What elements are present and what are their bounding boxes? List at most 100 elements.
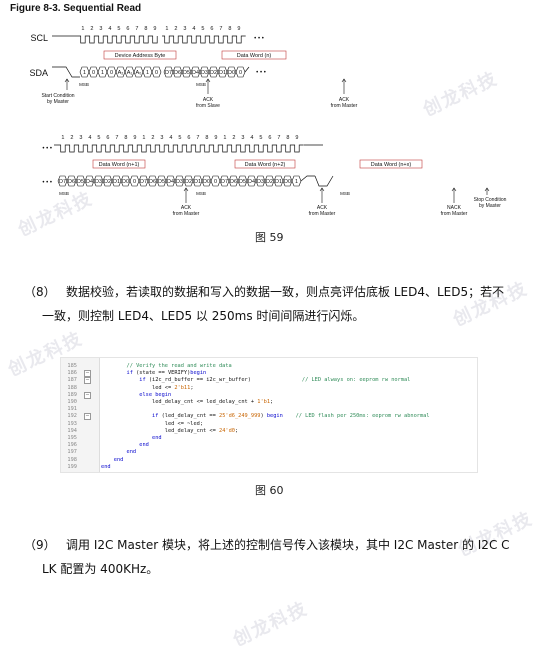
clock-number: 8 [228, 26, 231, 32]
code-token: (i2c_rd_buffer == i2c_wr_buffer) [145, 377, 302, 384]
bit-label: D2 [185, 179, 192, 185]
continuation-dots: • • • [42, 180, 52, 186]
ack-label: ACK [339, 97, 350, 103]
annotation-arrow [484, 187, 490, 195]
code-token: // Verify the read and write data [101, 363, 232, 369]
clock-number: 2 [151, 135, 154, 141]
bit-label: D3 [176, 179, 183, 185]
clock-number: 7 [115, 135, 118, 141]
clock-number: 9 [133, 135, 136, 141]
stop-condition-label: by Master [479, 203, 501, 209]
line-number: 194 [67, 427, 77, 434]
sda-line [300, 175, 334, 187]
bit-label: 0 [92, 70, 95, 76]
msb-label: MSB [340, 191, 350, 196]
line-number: 196 [67, 442, 77, 449]
sda-line [52, 66, 80, 78]
bit-label: D2 [266, 179, 273, 185]
ack-label: from Master [173, 211, 200, 217]
code-line: led <= 2'b11; [101, 384, 194, 392]
paragraph-text: 调用 I2C Master 模块，将上述的控制信号传入该模块，其中 I2C Ma… [66, 538, 510, 552]
line-number: 199 [67, 463, 77, 470]
clock-number: 5 [97, 135, 100, 141]
bit-label: D6 [149, 179, 156, 185]
clock-number: 5 [178, 135, 181, 141]
code-line: end [101, 463, 111, 471]
line-number: 195 [67, 435, 77, 441]
clock-number: 1 [81, 26, 84, 32]
bit-label: D7 [165, 70, 172, 76]
bit-label: D0 [228, 70, 235, 76]
nack-label: from Master [441, 211, 468, 217]
fold-toggle-icon[interactable]: − [84, 391, 91, 399]
annotation-arrow [183, 187, 189, 203]
code-token: 2'b11 [174, 384, 191, 391]
fold-toggle-icon[interactable]: − [84, 413, 91, 421]
bit-label: D3 [201, 70, 208, 76]
line-number: 187 [67, 377, 77, 384]
clock-number: 4 [88, 135, 91, 141]
clock-number: 4 [250, 135, 253, 141]
paragraph-text: 数据校验，若读取的数据和写入的数据一致，则点亮评估底板 LED4、LED5；若不 [66, 285, 505, 299]
code-line: // Verify the read and write data [101, 362, 232, 370]
paragraph-9: （9）调用 I2C Master 模块，将上述的控制信号传入该模块，其中 I2C… [24, 533, 519, 581]
clock-number: 2 [90, 26, 93, 32]
paragraph-8: （8）数据校验，若读取的数据和写入的数据一致，则点亮评估底板 LED4、LED5… [24, 280, 519, 328]
field-label-box [234, 159, 296, 169]
bit-label: D0 [122, 179, 129, 185]
code-token [283, 413, 296, 419]
code-token: led <= ~led; [101, 420, 204, 427]
bit-label: D5 [158, 179, 165, 185]
sda-label: SDA [29, 68, 48, 78]
clock-number: 8 [124, 135, 127, 141]
field-label-box [103, 50, 177, 60]
line-number: 191 [67, 406, 77, 413]
bit-label: D5 [239, 179, 246, 185]
code-token: ; [190, 384, 194, 391]
clock-number: 6 [187, 135, 190, 141]
code-token: end [101, 449, 137, 456]
line-number: 185 [67, 363, 77, 369]
bit-label: D3 [257, 179, 264, 185]
clock-number: 3 [241, 135, 244, 141]
line-number: 193 [67, 420, 77, 427]
bit-label: 0 [133, 179, 136, 185]
annotation-arrow [451, 187, 457, 203]
bit-label: D1 [275, 179, 282, 185]
fold-toggle-icon[interactable]: − [84, 377, 91, 385]
annotation-arrow [64, 78, 70, 90]
clock-number: 5 [259, 135, 262, 141]
code-line: if (state == VERIFY)begin [101, 369, 207, 377]
field-label: Data Word (n+x) [371, 162, 412, 168]
ack-label: from Master [309, 211, 336, 217]
start-condition-label: Start Condition [41, 93, 74, 99]
clock-number: 8 [144, 26, 147, 32]
clock-number: 2 [174, 26, 177, 32]
clock-number: 8 [286, 135, 289, 141]
clock-number: 6 [126, 26, 129, 32]
code-token: end [101, 442, 149, 449]
clock-number: 4 [169, 135, 172, 141]
line-number: 197 [67, 449, 77, 456]
bit-label: A₁ [127, 70, 133, 76]
bit-label: D4 [167, 179, 174, 185]
annotation-arrow [319, 187, 325, 203]
nack-label: NACK [447, 205, 462, 211]
msb-label: MSB [59, 191, 69, 196]
field-label-box [92, 159, 146, 169]
clock-number: 6 [210, 26, 213, 32]
code-token: ; [234, 427, 239, 434]
code-token: if [101, 370, 133, 377]
fold-toggle-icon[interactable]: − [84, 370, 91, 378]
code-token: 1'b1 [257, 399, 271, 405]
scl-line [54, 144, 304, 153]
clock-number: 2 [70, 135, 73, 141]
code-line: led_delay_cnt <= 24'd0; [101, 427, 238, 435]
bit-label: D4 [192, 70, 199, 76]
bit-label: 0 [110, 70, 113, 76]
code-token: if [101, 413, 159, 420]
code-token: (led_delay_cnt == [158, 413, 219, 420]
ack-label: ACK [181, 205, 192, 211]
code-token: led <= [101, 384, 175, 391]
